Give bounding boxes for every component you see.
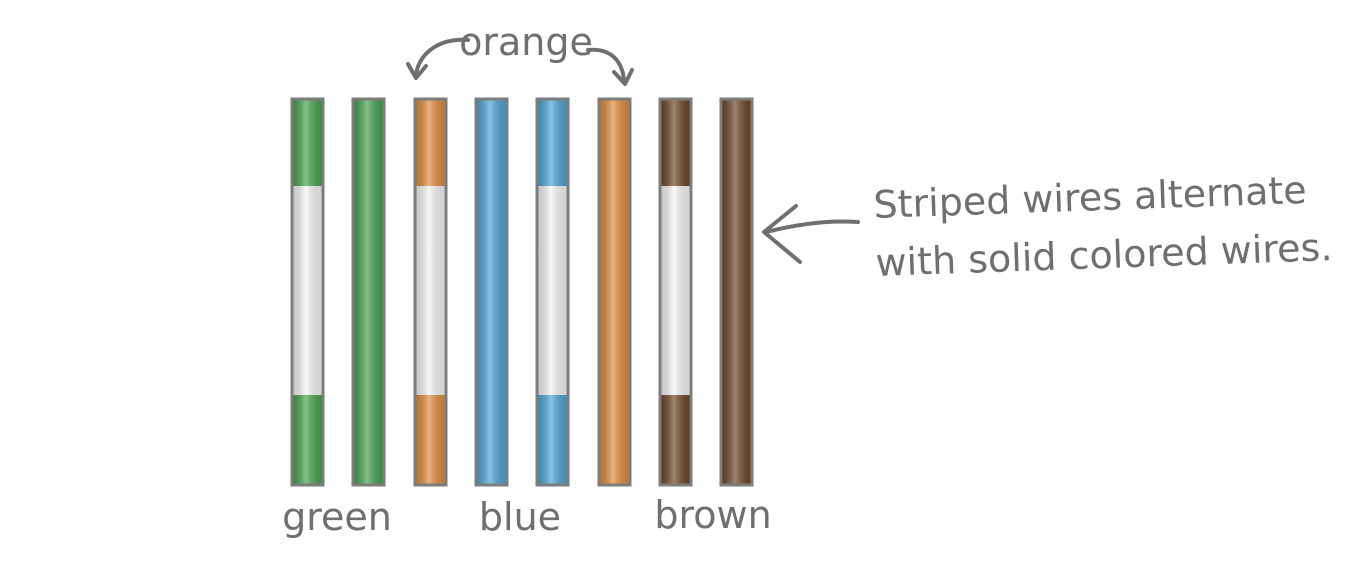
wire-5-blue-striped <box>535 97 570 487</box>
wire-8-brown-solid <box>719 97 754 487</box>
annotation-line-1: Striped wires alternate <box>873 168 1308 227</box>
wire-6-orange-solid <box>597 97 632 487</box>
brown-label: brown <box>654 493 771 537</box>
wires <box>290 97 754 487</box>
orange-arrow-right-head <box>612 68 634 86</box>
wire-1-green-striped <box>290 97 325 487</box>
orange-arrow-left-head <box>406 62 428 80</box>
orange-label: orange <box>459 20 593 64</box>
green-label: green <box>282 495 392 539</box>
wire-2-green-solid <box>351 97 386 487</box>
annotation-arrow <box>764 219 860 234</box>
orange-arrow-right <box>586 47 626 82</box>
blue-label: blue <box>479 495 561 539</box>
wire-7-brown-striped <box>658 97 693 487</box>
annotation-line-2: with solid colored wires. <box>875 225 1333 285</box>
annotation-arrow-head <box>762 204 802 264</box>
orange-arrow-left <box>414 37 470 76</box>
wire-4-blue-solid <box>474 97 509 487</box>
wire-3-orange-striped <box>413 97 448 487</box>
